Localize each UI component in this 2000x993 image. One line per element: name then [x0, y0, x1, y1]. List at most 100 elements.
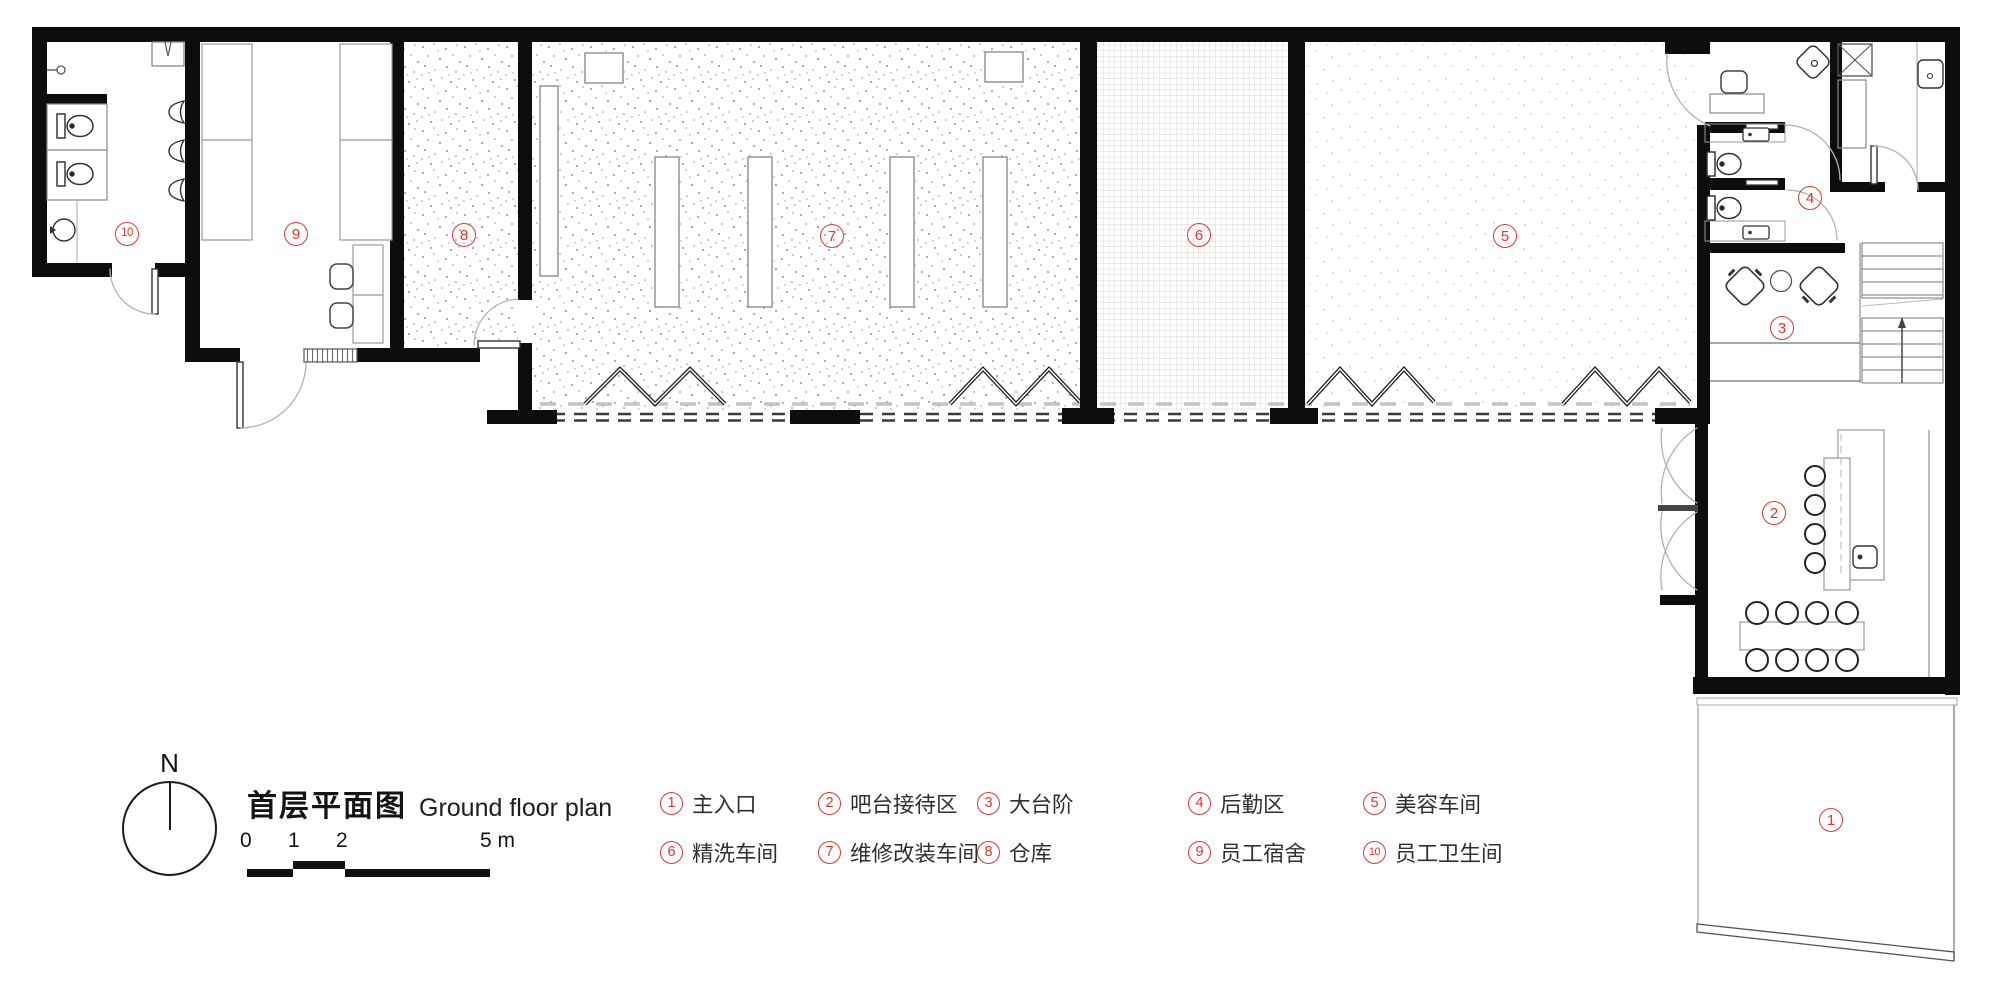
room-marker-4: 4 — [1798, 186, 1822, 210]
logistics-fixtures — [1704, 42, 1944, 242]
room-marker-1: 1 — [1819, 808, 1843, 832]
sink — [1742, 225, 1770, 240]
legend-item-1: 1 主入口 — [660, 790, 757, 817]
car-lift — [889, 156, 915, 308]
equipment-box — [584, 52, 624, 84]
staircase — [1859, 242, 1944, 384]
scale-tick: 1 — [288, 829, 300, 852]
legend-number-icon: 7 — [818, 840, 841, 864]
legend-number-icon: 1 — [660, 791, 683, 815]
scale-bar-segment — [345, 869, 490, 877]
scale-tick: 5 m — [480, 829, 516, 852]
table-chairs — [1745, 601, 1859, 672]
window-dormitory — [303, 348, 358, 363]
legend-number-icon: 3 — [977, 791, 1000, 815]
bar-stools — [1804, 465, 1826, 574]
urinals — [168, 99, 186, 203]
folding-door-workshop-left — [583, 366, 727, 407]
walls — [32, 27, 1960, 695]
desk — [1709, 93, 1765, 114]
door-leaf-staff-toilet — [151, 268, 159, 315]
dormitory-furniture — [201, 43, 393, 344]
legend-label: 员工宿舍 — [1220, 841, 1307, 866]
desk — [352, 244, 384, 344]
legend-label: 主入口 — [692, 792, 757, 817]
north-label: N — [160, 748, 179, 778]
door-arc-beauty-rear — [1666, 53, 1711, 127]
staff-toilet-fixtures — [46, 41, 186, 263]
legend-number-icon: 2 — [818, 791, 841, 815]
room-marker-2: 2 — [1762, 501, 1786, 525]
hook — [56, 65, 66, 75]
round-table — [1769, 269, 1793, 293]
legend-number-icon: 10 — [1363, 840, 1386, 864]
chair — [329, 302, 354, 329]
scale-bar-segment — [247, 869, 293, 877]
main-entrance-exterior — [1696, 697, 1958, 962]
legend-number-icon: 4 — [1188, 791, 1211, 815]
doors-windows — [109, 53, 1919, 591]
thresholds — [540, 402, 1693, 422]
room-marker-7: 7 — [820, 224, 844, 248]
scale-bar-segment — [293, 861, 345, 869]
round-sink — [52, 218, 76, 242]
legend-number-icon: 9 — [1188, 840, 1211, 864]
chair — [329, 263, 354, 290]
legend-label: 美容车间 — [1395, 792, 1482, 817]
north-compass — [122, 781, 217, 876]
folding-doors — [583, 366, 1692, 407]
folding-door-beauty-right — [1561, 366, 1692, 407]
reception-table — [1739, 621, 1865, 651]
legend-label: 大台阶 — [1009, 792, 1074, 817]
legend-item-3: 3 大台阶 — [977, 790, 1074, 817]
legend-number-icon: 5 — [1363, 791, 1386, 815]
toilet — [56, 113, 94, 139]
room-marker-3: 3 — [1770, 316, 1794, 340]
legend-label: 维修改装车间 — [850, 841, 980, 866]
toilet — [1706, 195, 1742, 221]
plan-title-en: Ground floor plan — [419, 794, 613, 822]
workbench — [539, 85, 559, 277]
door-leaf-corridor — [1870, 145, 1878, 185]
chair — [1720, 70, 1748, 94]
legend-item-7: 7 维修改装车间 — [818, 839, 980, 866]
legend-label: 仓库 — [1009, 841, 1053, 866]
door-leaf-stall-2 — [1745, 179, 1779, 186]
stair-arrow — [1898, 317, 1906, 328]
legend-number-icon: 8 — [977, 840, 1000, 864]
plan-title: 首层平面图 Ground floor plan — [247, 781, 612, 825]
stair-lounge — [1710, 242, 1944, 384]
legend-number-icon: 6 — [660, 840, 683, 864]
accordion-divider — [1658, 505, 1698, 511]
workshop-equipment — [539, 51, 1024, 308]
scale-tick: 2 — [336, 829, 348, 852]
legend-item-5: 5 美容车间 — [1363, 790, 1482, 817]
toilet — [1706, 151, 1742, 177]
legend-item-8: 8 仓库 — [977, 839, 1053, 866]
legend-item-9: 9 员工宿舍 — [1188, 839, 1307, 866]
bar-sink — [1852, 545, 1878, 569]
door-leaf-warehouse — [477, 340, 521, 349]
bar-counter — [1823, 457, 1851, 591]
armchair — [1799, 266, 1839, 306]
door-leaf-dormitory — [236, 361, 244, 429]
accordion-doors-reception — [1660, 427, 1698, 591]
room-marker-10: 10 — [115, 222, 139, 246]
compass-needle — [168, 783, 171, 830]
sink — [1742, 127, 1770, 142]
floor-warehouse — [404, 42, 518, 348]
legend-label: 吧台接待区 — [850, 792, 958, 817]
car-lift — [654, 156, 680, 308]
folding-door-workshop-right — [948, 366, 1082, 407]
scale-tick: 0 — [240, 829, 252, 852]
room-marker-5: 5 — [1493, 224, 1517, 248]
shaft — [1837, 43, 1873, 77]
room-marker-6: 6 — [1187, 223, 1211, 247]
room-marker-9: 9 — [284, 222, 308, 246]
plan-title-cn: 首层平面图 — [247, 790, 407, 823]
